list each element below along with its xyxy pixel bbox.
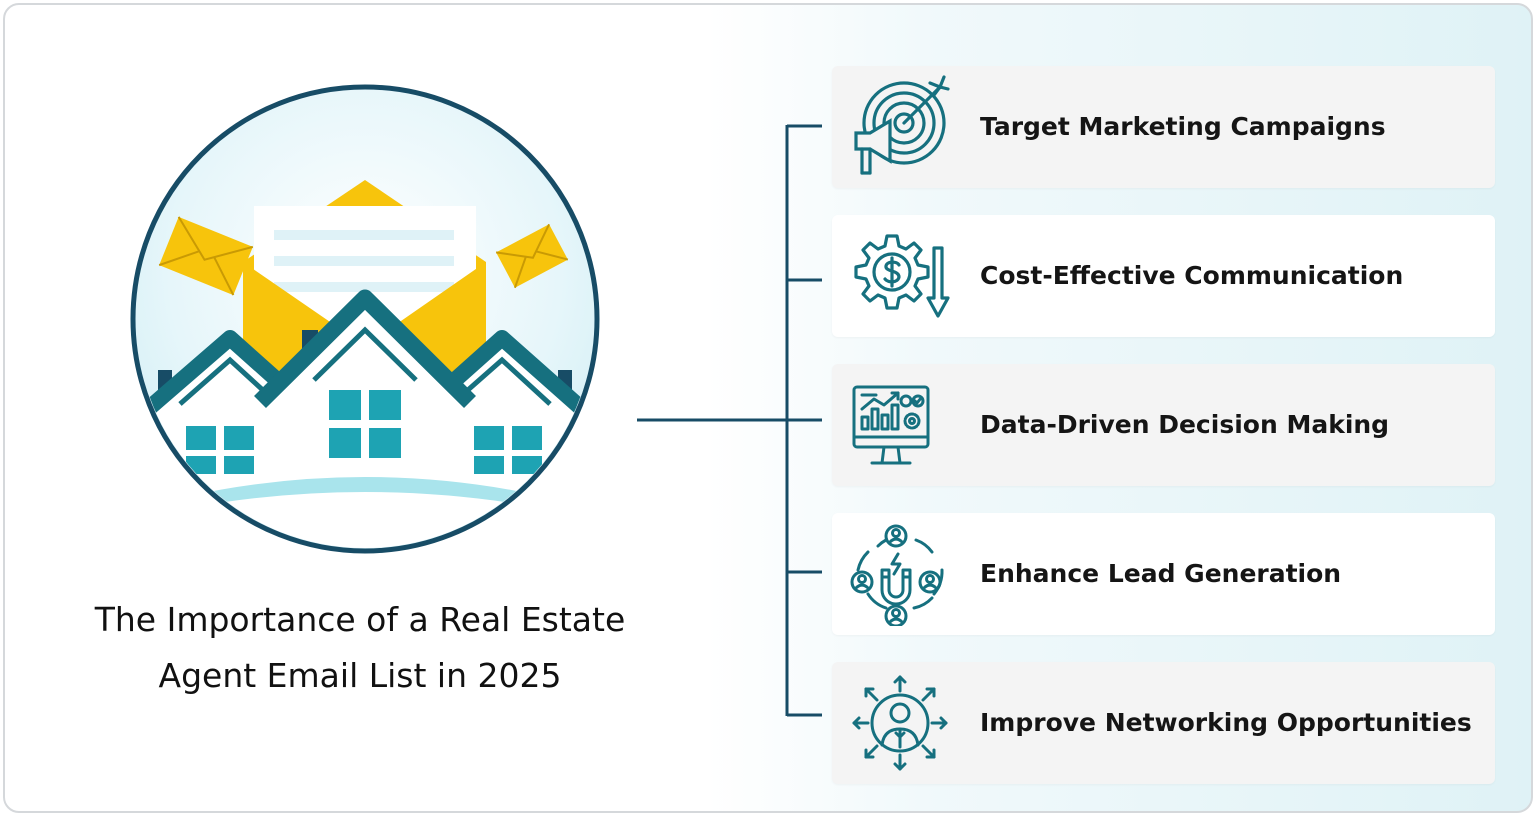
small-envelope-left bbox=[158, 216, 254, 296]
benefit-label: Data-Driven Decision Making bbox=[980, 410, 1390, 439]
infographic-title: The Importance of a Real Estate Agent Em… bbox=[60, 592, 660, 704]
target-megaphone-icon bbox=[854, 75, 950, 175]
benefit-label: Enhance Lead Generation bbox=[980, 559, 1342, 588]
analytics-monitor-icon bbox=[852, 385, 930, 465]
gear-dollar-icon bbox=[854, 234, 950, 318]
benefit-card-networking: Improve Networking Opportunities bbox=[832, 662, 1495, 784]
title-line-1: The Importance of a Real Estate bbox=[94, 600, 626, 639]
benefit-label: Target Marketing Campaigns bbox=[980, 112, 1386, 141]
benefit-card-data-driven: Data-Driven Decision Making bbox=[832, 364, 1495, 486]
email-houses-illustration bbox=[130, 84, 600, 554]
title-line-2: Agent Email List in 2025 bbox=[158, 656, 562, 695]
benefit-card-lead-generation: Enhance Lead Generation bbox=[832, 513, 1495, 635]
house-center bbox=[254, 289, 476, 484]
benefit-card-cost-effective: Cost-Effective Communication bbox=[832, 215, 1495, 337]
small-envelope-right bbox=[495, 223, 569, 289]
magnet-people-icon bbox=[850, 524, 944, 626]
person-network-icon bbox=[852, 675, 948, 771]
benefit-card-target-marketing: Target Marketing Campaigns bbox=[832, 66, 1495, 188]
benefit-label: Improve Networking Opportunities bbox=[980, 708, 1472, 737]
benefit-label: Cost-Effective Communication bbox=[980, 261, 1404, 290]
